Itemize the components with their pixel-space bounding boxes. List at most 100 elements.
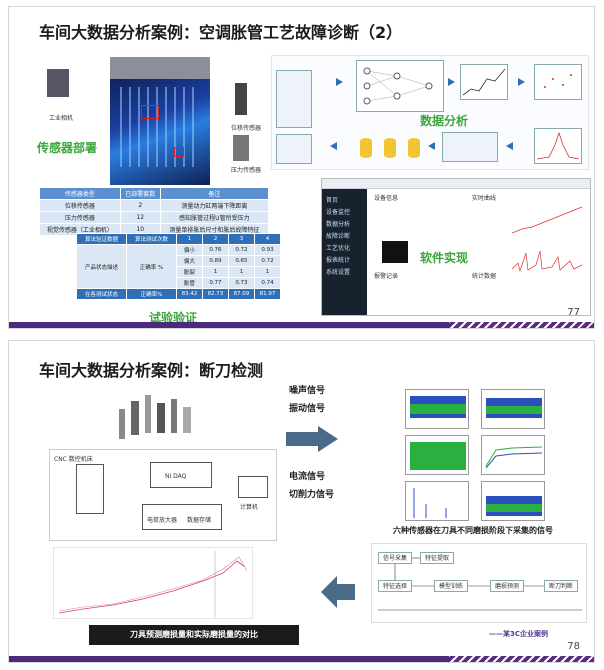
page-number: 77 bbox=[567, 307, 580, 318]
flow-diagram: 信号采集 特征提取 特征选择 模型训练 磨损预测 断刀判断 bbox=[371, 543, 587, 623]
daq-box: NI DAQ bbox=[150, 462, 212, 488]
panel-title: 设备信息 bbox=[374, 195, 399, 202]
sidebar-item: 报表统计 bbox=[326, 257, 351, 264]
verification-table: 算法验证数据 算法测试次数 1 2 3 4 产品状态描述 正确率 % 偏小 0.… bbox=[76, 233, 282, 300]
table-cell: 0.72 bbox=[253, 255, 282, 267]
table-header-row: 传感器类型 已部署套数 备注 bbox=[39, 187, 270, 200]
table-footer-row: 在各测试状态 正确率% 83.42 82.73 87.09 81.97 bbox=[76, 288, 282, 300]
flow-arrow bbox=[518, 78, 525, 86]
right-arrow-icon bbox=[286, 426, 338, 452]
flow-block: 模型训练 bbox=[434, 580, 468, 592]
table-cell: 压力传感器 bbox=[39, 211, 121, 224]
sensor-table: 传感器类型 已部署套数 备注 位移传感器 2 测量动力缸两端下降距离 压力传感器… bbox=[39, 187, 270, 236]
process-block bbox=[442, 132, 498, 162]
table-cell: 胀裂 bbox=[175, 266, 203, 278]
flow-arrow bbox=[336, 78, 343, 86]
database-icon bbox=[408, 138, 420, 158]
curve-plot-block bbox=[460, 64, 508, 100]
data-analysis-label: 数据分析 bbox=[420, 114, 469, 128]
metric-label-cell: 正确率 % bbox=[125, 244, 177, 289]
table-header-cell: 备注 bbox=[159, 187, 270, 200]
table-cell: 0.65 bbox=[227, 255, 255, 267]
system-schematic: CNC 数控机床 NI DAQ 计算机 电荷放大器 数据存储 bbox=[49, 449, 277, 541]
sidebar-item: 工艺优化 bbox=[326, 245, 351, 252]
vibration-signal-label: 振动信号 bbox=[289, 404, 326, 414]
table-cell: 胀管 bbox=[175, 277, 203, 289]
signal-plot bbox=[405, 389, 469, 429]
cnc-label: CNC 数控机床 bbox=[54, 456, 93, 463]
slide-77: 车间大数据分析案例：空调胀管工艺故障诊断（2） 工业相机 位移传感器 压力传感器… bbox=[8, 6, 595, 329]
table-row: 位移传感器 2 测量动力缸两端下降距离 bbox=[39, 199, 270, 212]
daq-label: NI DAQ bbox=[165, 473, 187, 480]
table-cell: 感知胀管过程U管所受压力 bbox=[159, 211, 270, 224]
database-icon bbox=[360, 138, 372, 158]
signal-plot bbox=[405, 435, 469, 475]
flow-block: 断刀判断 bbox=[544, 580, 578, 592]
sidebar-item: 故障诊断 bbox=[326, 233, 351, 240]
table-header-cell: 4 bbox=[253, 233, 282, 245]
table-row: 胀裂 1 1 1 bbox=[77, 266, 282, 278]
table-cell: 10 bbox=[119, 223, 161, 236]
sensor-photo bbox=[157, 403, 165, 433]
neural-net-block bbox=[356, 60, 444, 112]
current-signal-label: 电流信号 bbox=[289, 472, 326, 482]
sensor-photo bbox=[119, 409, 125, 439]
computer-label: 计算机 bbox=[240, 504, 259, 511]
database-icon bbox=[384, 138, 396, 158]
flow-arrow bbox=[330, 142, 337, 150]
flow-arrow bbox=[448, 78, 455, 86]
data-table-block bbox=[276, 70, 312, 128]
signal-plot bbox=[481, 389, 545, 429]
flow-arrow bbox=[506, 142, 513, 150]
industrial-camera-photo bbox=[47, 69, 69, 97]
table-cell: 0.93 bbox=[253, 244, 282, 256]
table-header-cell: 2 bbox=[201, 233, 229, 245]
table-cell: 1 bbox=[227, 266, 255, 278]
table-header-cell: 算法验证数据 bbox=[76, 233, 127, 245]
panel-title: 统计数据 bbox=[472, 273, 497, 280]
verification-label: 试验验证 bbox=[149, 311, 198, 325]
amplifier-label: 电荷放大器 bbox=[147, 517, 178, 524]
table-cell: 0.77 bbox=[201, 277, 229, 289]
table-cell: 81.97 bbox=[253, 288, 282, 300]
scatter-plot-block bbox=[534, 64, 582, 100]
sensor-photo bbox=[183, 407, 191, 433]
left-arrow-icon bbox=[321, 576, 355, 608]
table-row: 偏大 0.89 0.65 0.72 bbox=[77, 255, 282, 267]
software-titlebar bbox=[322, 179, 590, 189]
flow-arrow bbox=[428, 142, 435, 150]
sensor-products-photo bbox=[115, 387, 195, 447]
software-screenshot: 首页 设备监控 数据分析 故障诊断 工艺优化 报表统计 系统设置 设备信息 实时… bbox=[321, 178, 591, 316]
table-cell: 83.42 bbox=[175, 288, 203, 300]
table-header-cell: 3 bbox=[227, 233, 255, 245]
table-cell: 2 bbox=[119, 199, 161, 212]
signal-plot bbox=[481, 435, 545, 475]
wear-comparison-chart bbox=[53, 547, 253, 619]
footer-bar bbox=[9, 322, 594, 328]
position-sensor-photo bbox=[235, 83, 247, 115]
table-cell: 12 bbox=[119, 211, 161, 224]
sensor-photo bbox=[171, 399, 177, 433]
table-cell: 1 bbox=[253, 266, 282, 278]
table-row: 压力传感器 12 感知胀管过程U管所受压力 bbox=[39, 211, 270, 224]
table-cell: 0.72 bbox=[227, 244, 255, 256]
table-cell: 在各测试状态 bbox=[76, 288, 127, 300]
distribution-plot-block bbox=[534, 128, 582, 164]
table-header-cell: 1 bbox=[175, 233, 203, 245]
sidebar-item: 设备监控 bbox=[326, 209, 351, 216]
table-cell: 1 bbox=[201, 266, 229, 278]
panel-title: 实时曲线 bbox=[472, 195, 497, 202]
table-header-cell: 传感器类型 bbox=[39, 187, 121, 200]
feature-block bbox=[276, 134, 312, 164]
flow-connectors bbox=[378, 557, 582, 611]
table-cell: 偏小 bbox=[175, 244, 203, 256]
predicted-wear-line bbox=[58, 556, 248, 612]
signal-plot bbox=[405, 481, 469, 521]
table-cell: 正确率% bbox=[125, 288, 177, 300]
company-caption: ——某3C企业案例 bbox=[489, 630, 549, 638]
flow-block: 特征提取 bbox=[420, 552, 454, 564]
panel-title: 报警记录 bbox=[374, 273, 399, 280]
table-header-cell: 已部署套数 bbox=[119, 187, 161, 200]
spindle-drawing bbox=[76, 464, 104, 514]
storage-label: 数据存储 bbox=[187, 517, 212, 524]
